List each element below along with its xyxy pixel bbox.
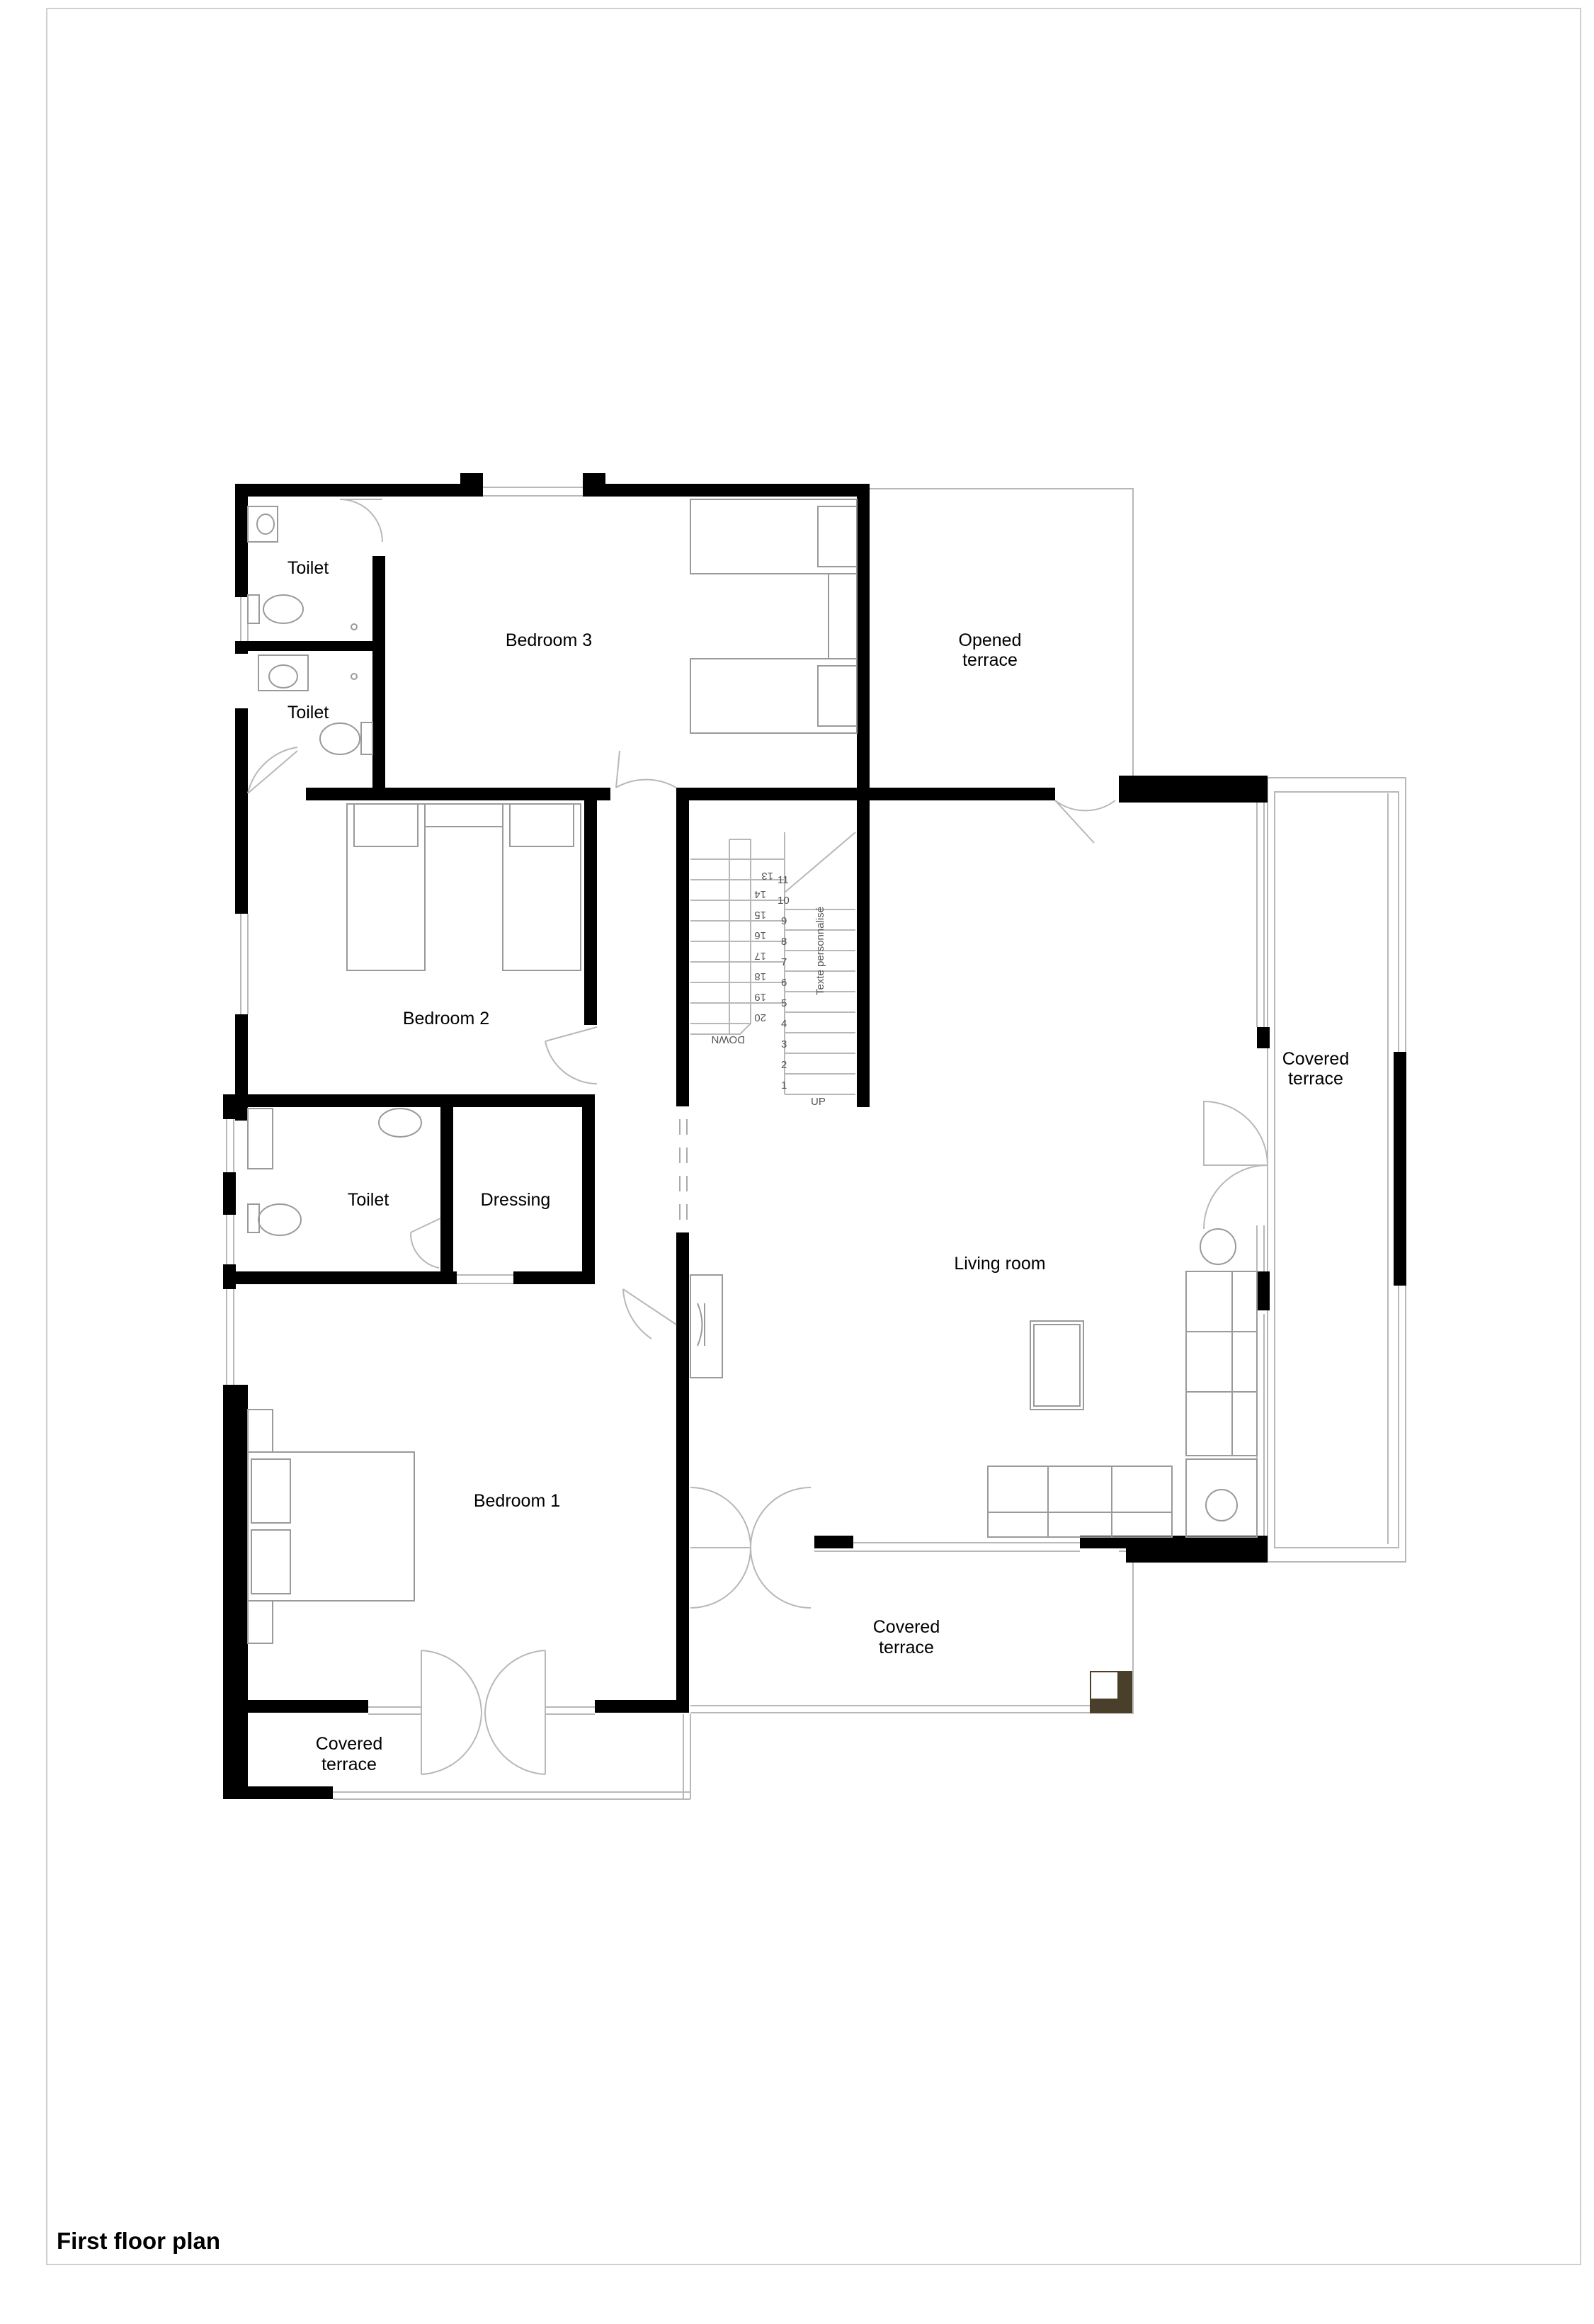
step-number: 7 — [781, 956, 787, 968]
drawing-title: First floor plan — [57, 2228, 220, 2254]
room-label-toilet-bottom: Toilet — [348, 1190, 389, 1210]
room-label-dressing: Dressing — [481, 1190, 551, 1210]
room-label-covered-terrace-sw: terrace — [321, 1755, 377, 1774]
thin-lines — [226, 487, 1406, 1800]
sheet-border — [46, 8, 1581, 2265]
staircase: 1 2 3 4 5 6 7 8 9 10 11 13 14 15 16 17 1… — [690, 832, 856, 1108]
step-number: 1 — [781, 1079, 787, 1092]
step-number: 20 — [754, 1011, 766, 1024]
stair-treads — [690, 858, 855, 1095]
step-number: 14 — [754, 888, 766, 900]
room-label-covered-terrace-south: Covered — [873, 1617, 940, 1637]
room-label-covered-terrace-east: terrace — [1288, 1069, 1343, 1089]
room-label-covered-terrace-sw: Covered — [316, 1734, 383, 1754]
stair-down-label: DOWN — [712, 1033, 746, 1045]
step-number: 2 — [781, 1059, 787, 1071]
room-label-opened-terrace: Opened — [959, 630, 1022, 650]
doors — [247, 499, 1269, 1775]
step-number: 11 — [778, 874, 789, 886]
room-label-covered-terrace-east: Covered — [1282, 1049, 1350, 1069]
room-labels: Toilet Bedroom 3 Opened terrace Toilet B… — [288, 558, 1349, 1774]
step-number: 18 — [754, 970, 766, 982]
walls — [223, 473, 1406, 1799]
step-number: 3 — [781, 1038, 787, 1050]
room-label-bedroom-1: Bedroom 1 — [474, 1491, 560, 1511]
furniture — [247, 499, 1258, 1644]
stair-custom-text: Texte personnalisé — [814, 907, 826, 995]
step-number: 17 — [754, 950, 766, 962]
room-label-toilet-mid: Toilet — [288, 703, 329, 722]
room-label-bedroom-3: Bedroom 3 — [506, 630, 592, 650]
room-label-living-room: Living room — [954, 1254, 1045, 1274]
room-label-toilet-top: Toilet — [288, 558, 329, 578]
step-number: 5 — [781, 997, 787, 1009]
step-number: 15 — [754, 909, 766, 921]
step-number: 16 — [754, 929, 766, 941]
step-number: 6 — [781, 977, 787, 989]
room-label-bedroom-2: Bedroom 2 — [403, 1009, 489, 1028]
step-number: 4 — [781, 1018, 787, 1030]
step-number: 9 — [781, 915, 787, 927]
room-label-covered-terrace-south: terrace — [879, 1638, 934, 1657]
step-number: 13 — [761, 870, 773, 882]
room-label-opened-terrace: terrace — [962, 650, 1018, 670]
step-number: 10 — [778, 895, 790, 907]
step-number: 8 — [781, 936, 787, 948]
stair-up-label: UP — [811, 1096, 826, 1108]
step-number: 19 — [754, 991, 766, 1003]
